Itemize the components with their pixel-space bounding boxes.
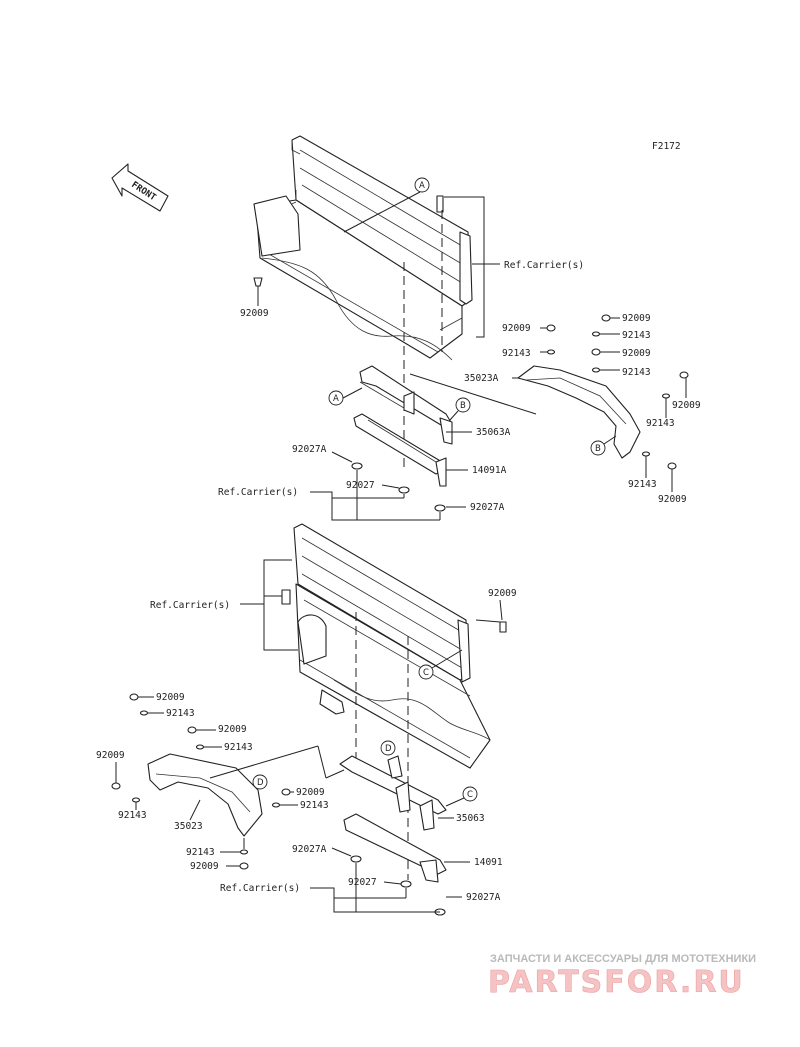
upper-14091a: 14091A: [472, 465, 507, 476]
upper-35023a: 35023A: [464, 373, 499, 384]
ref-carrier-lower-left: Ref.Carrier(s): [150, 600, 230, 611]
svg-text:B: B: [595, 444, 601, 454]
upper-fender-b3: 92009: [622, 348, 651, 359]
lower-fender-w5: 92143: [186, 847, 215, 858]
callout-c-bracket: C: [462, 786, 478, 802]
lower-fender-b3: 92009: [96, 750, 125, 761]
callout-a-bracket: A: [328, 390, 344, 406]
watermark: ЗАПЧАСТИ И АКСЕССУАРЫ ДЛЯ МОТОТЕХНИКИ PA…: [488, 953, 756, 1000]
lower-fender-w1: 92143: [166, 708, 195, 719]
upper-92027a-bottom: 92027A: [470, 502, 505, 513]
upper-fender-w1: 92143: [502, 348, 531, 359]
upper-fender-w3: 92143: [622, 367, 651, 378]
upper-fender-35023a: [517, 365, 641, 459]
lower-14091: 14091: [474, 857, 503, 868]
upper-fender-b4: 92009: [672, 400, 701, 411]
upper-fender-b5: 92009: [658, 494, 687, 505]
lower-92027a-bottom: 92027A: [466, 892, 501, 903]
watermark-top-line: ЗАПЧАСТИ И АКСЕССУАРЫ ДЛЯ МОТОТЕХНИКИ: [490, 953, 756, 965]
lower-fender-b5: 92009: [190, 861, 219, 872]
lower-92027a-top: 92027A: [292, 844, 327, 855]
ref-carrier-upper-right: Ref.Carrier(s): [504, 260, 584, 271]
upper-fender-w5: 92143: [628, 479, 657, 490]
lower-ref-carrier: Ref.Carrier(s): [220, 883, 300, 894]
upper-carrier-panel: [253, 135, 473, 361]
lower-35023: 35023: [174, 821, 203, 832]
upper-fender-w2: 92143: [622, 330, 651, 341]
callout-b-fender: B: [590, 440, 606, 456]
upper-fender-b2: 92009: [622, 313, 651, 324]
lower-fender-b2: 92009: [218, 724, 247, 735]
upper-fender-b1: 92009: [502, 323, 531, 334]
figure-code: F2172: [652, 141, 681, 152]
callout-b-bracket: B: [455, 397, 471, 413]
upper-92027a-top: 92027A: [292, 444, 327, 455]
callout-d-fender: D: [252, 774, 268, 790]
svg-text:A: A: [333, 394, 339, 404]
upper-35063a: 35063A: [476, 427, 511, 438]
lower-bracket-35063: [339, 755, 447, 883]
lower-92027: 92027: [348, 877, 377, 888]
upper-92027: 92027: [346, 480, 375, 491]
lower-35063: 35063: [456, 813, 485, 824]
lower-fender-35023: [147, 753, 263, 837]
lower-fender-w4: 92143: [300, 800, 329, 811]
callout-a-upper: A: [414, 177, 430, 193]
front-arrow-icon: FRONT: [111, 163, 169, 212]
callout-d-bracket: D: [380, 740, 396, 756]
upper-ref-carrier: Ref.Carrier(s): [218, 487, 298, 498]
svg-text:A: A: [419, 181, 425, 191]
svg-text:D: D: [257, 778, 264, 788]
lower-carrier-panel: [281, 523, 507, 769]
lower-fender-w3: 92143: [118, 810, 147, 821]
svg-text:C: C: [423, 668, 429, 678]
svg-text:B: B: [460, 401, 466, 411]
upper-fender-w4: 92143: [646, 418, 675, 429]
lower-fender-b4: 92009: [296, 787, 325, 798]
upper-bracket-35063a: [353, 365, 453, 487]
watermark-brand: PARTSFOR.RU: [488, 965, 745, 1000]
callout-c-panel: C: [418, 664, 434, 680]
upper-bolt-left: 92009: [240, 308, 269, 319]
lower-fender-w2: 92143: [224, 742, 253, 753]
svg-text:C: C: [467, 790, 473, 800]
svg-text:D: D: [385, 744, 392, 754]
lower-bolt-right: 92009: [488, 588, 517, 599]
lower-fender-b1: 92009: [156, 692, 185, 703]
